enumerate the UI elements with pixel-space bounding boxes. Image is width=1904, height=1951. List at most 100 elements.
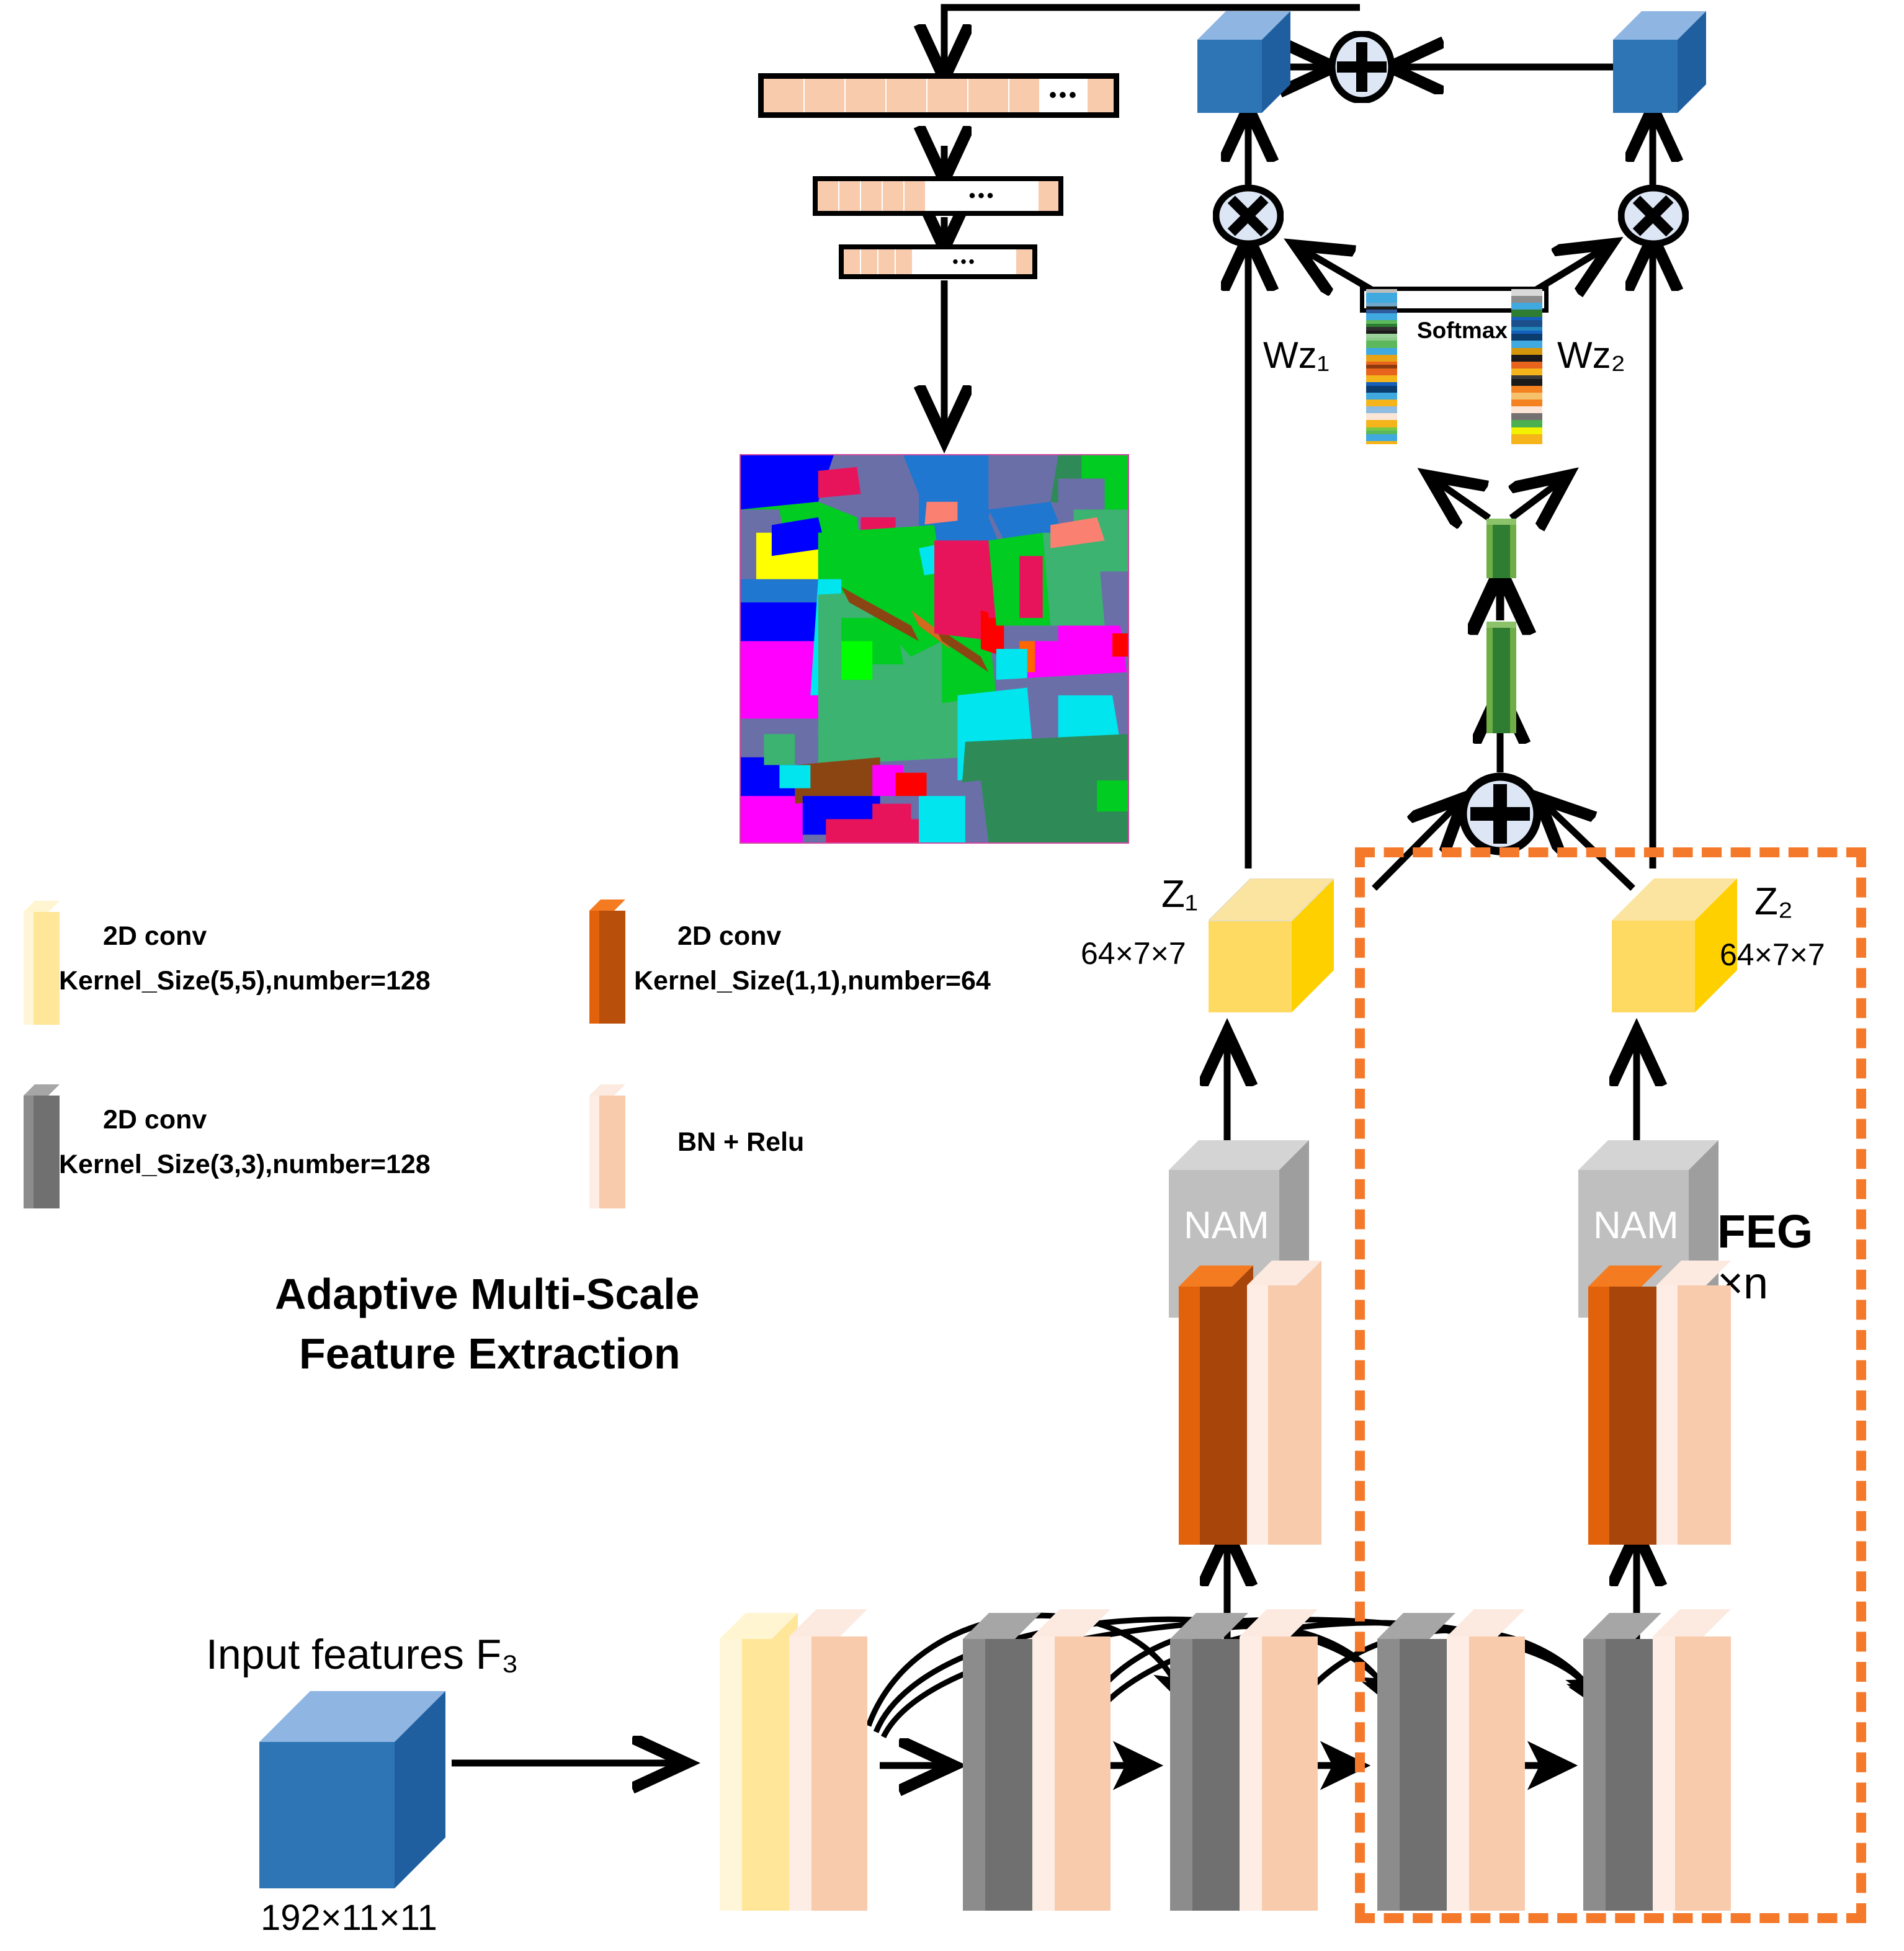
attention-weight-segment — [1366, 385, 1397, 390]
attention-weight-segment — [1366, 323, 1397, 328]
attention-weight-segment — [1366, 378, 1397, 383]
fc-cell — [1016, 249, 1032, 274]
fc-layer-2: ••• — [813, 176, 1063, 216]
attention-weight-segment — [1366, 434, 1397, 438]
fc-ellipsis-gap: ••• — [913, 249, 1016, 274]
attention-weight-segment — [1511, 413, 1542, 417]
z1-cube — [1207, 878, 1336, 1012]
attention-weight-segment — [1511, 416, 1542, 421]
module-title-line1: Adaptive Multi-Scale — [275, 1270, 700, 1318]
attention-weight-segment — [1366, 437, 1397, 441]
attention-weight-segment — [1366, 406, 1397, 410]
attention-weight-segment — [1511, 420, 1542, 424]
attention-weight-segment — [1511, 347, 1542, 352]
attention-weight-segment — [1511, 313, 1542, 317]
attention-weight-segment — [1511, 289, 1542, 293]
attention-weights-left — [1366, 289, 1397, 445]
attention-weight-segment — [1366, 368, 1397, 372]
attention-weight-segment — [1366, 310, 1397, 313]
bn-relu-plate-right — [1656, 1261, 1731, 1545]
ellipsis-dots: ••• — [968, 185, 996, 206]
ellipsis-dots: ••• — [952, 252, 977, 271]
attention-weight-segment — [1511, 327, 1542, 331]
attention-weight-segment — [1366, 423, 1397, 427]
attention-weight-segment — [1511, 320, 1542, 324]
attention-weight-segment — [1511, 431, 1542, 434]
attention-weight-segment — [1511, 299, 1542, 303]
attention-weight-segment — [1366, 299, 1397, 303]
attention-weight-segment — [1511, 351, 1542, 355]
attention-weight-segment — [1511, 323, 1542, 328]
add-operator-top — [1328, 30, 1395, 104]
attention-weight-segment — [1511, 341, 1542, 344]
bn-relu-plate-3 — [1240, 1609, 1318, 1911]
z2-label: Z₂ — [1754, 880, 1793, 923]
attention-weight-segment — [1366, 365, 1397, 368]
attention-weight-segment — [1366, 330, 1397, 334]
multiply-operator-left — [1212, 184, 1284, 248]
fc-ellipsis-gap: ••• — [1040, 79, 1088, 112]
fc-cell — [818, 181, 839, 211]
legend-label-conv3-line2: Kernel_Size(3,3),number=128 — [59, 1150, 431, 1179]
feg-label: FEG — [1717, 1205, 1813, 1257]
conv3x3-plate-2 — [1170, 1613, 1248, 1911]
fc-cell — [878, 249, 896, 274]
attention-weight-segment — [1366, 392, 1397, 396]
attention-weight-segment — [1511, 375, 1542, 379]
attention-weight-segment — [1511, 337, 1542, 341]
attention-weight-segment — [1511, 378, 1542, 383]
attention-weight-segment — [1511, 330, 1542, 334]
attention-weight-segment — [1366, 320, 1397, 324]
attention-weight-segment — [1511, 361, 1542, 365]
bn-relu-plate-2 — [1032, 1609, 1111, 1911]
attention-weight-segment — [1511, 437, 1542, 441]
add-operator-bottom — [1457, 770, 1544, 857]
legend-label-bnrelu: BN + Relu — [677, 1127, 805, 1157]
legend-swatch-bnrelu — [589, 1084, 625, 1208]
bn-relu-plate-5 — [1653, 1609, 1731, 1911]
output-cube-left — [1197, 11, 1290, 113]
attention-weight-segment — [1511, 292, 1542, 297]
fc-cell — [846, 79, 887, 112]
attention-weight-segment — [1366, 440, 1397, 445]
attention-weight-segment — [1366, 296, 1397, 300]
conv1x1-plate-right — [1588, 1266, 1663, 1545]
fc-cell — [861, 181, 883, 211]
legend-swatch-conv5 — [24, 901, 60, 1025]
attention-weight-segment — [1366, 420, 1397, 424]
attention-weight-segment — [1511, 372, 1542, 376]
input-features-cube — [259, 1691, 445, 1888]
attention-weight-segment — [1511, 354, 1542, 359]
attention-weight-segment — [1511, 334, 1542, 337]
fc-cell — [764, 79, 805, 112]
multiply-operator-right — [1617, 184, 1689, 248]
z1-dims: 64×7×7 — [1081, 936, 1186, 971]
z1-label: Z₁ — [1161, 873, 1198, 916]
attention-weight-segment — [1511, 409, 1542, 414]
attention-weight-segment — [1366, 427, 1397, 431]
fc-cell — [883, 181, 905, 211]
module-title-line2: Feature Extraction — [299, 1329, 681, 1378]
attention-weight-segment — [1511, 358, 1542, 362]
fc-cell — [1088, 79, 1114, 112]
attention-weight-segment — [1366, 389, 1397, 393]
attention-weight-segment — [1366, 400, 1397, 403]
excitation-bar-small — [1486, 519, 1516, 578]
classification-map — [740, 454, 1129, 844]
legend-label-conv1-line2: Kernel_Size(1,1),number=64 — [634, 966, 991, 996]
attention-weight-segment — [1366, 361, 1397, 365]
bn-relu-plate-left — [1247, 1261, 1321, 1545]
attention-weight-segment — [1366, 382, 1397, 386]
attention-weight-segment — [1366, 327, 1397, 331]
feg-dashed-box — [1355, 847, 1866, 1923]
attention-weight-segment — [1511, 406, 1542, 410]
legend-label-conv3-line1: 2D conv — [103, 1105, 207, 1135]
fc-cell — [968, 79, 1009, 112]
attention-weight-segment — [1511, 434, 1542, 438]
fc-cell — [887, 79, 927, 112]
fc-ellipsis-gap: ••• — [926, 181, 1039, 211]
conv3x3-plate-1 — [963, 1613, 1041, 1911]
legend-label-conv5-line2: Kernel_Size(5,5),number=128 — [59, 966, 431, 996]
attention-weight-segment — [1511, 306, 1542, 310]
